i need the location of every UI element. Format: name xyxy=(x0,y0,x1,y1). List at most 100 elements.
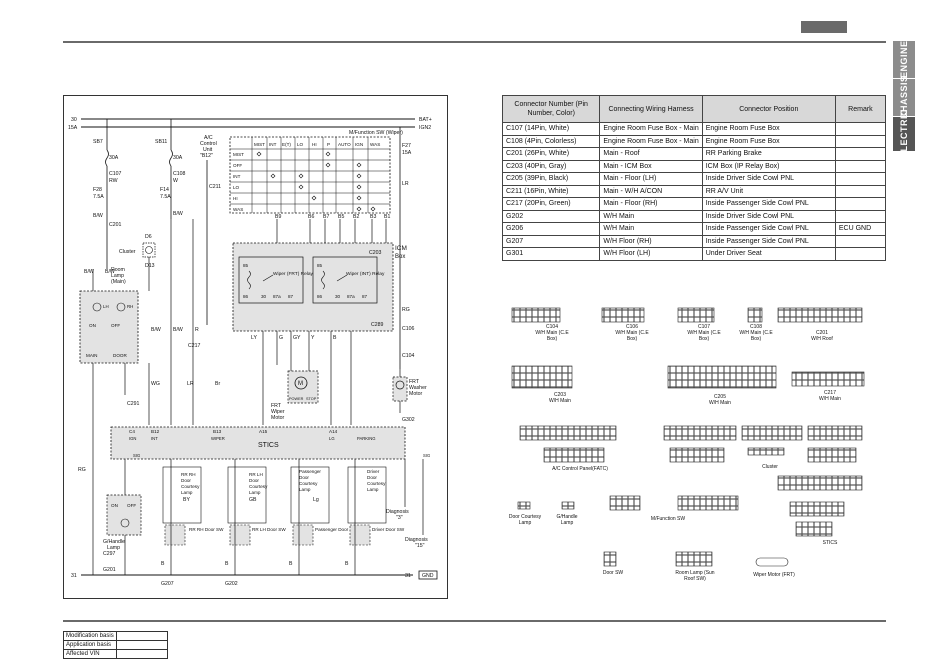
footer-rule xyxy=(63,620,886,622)
cell: W/H Main xyxy=(599,222,703,236)
ac-unit-3: Unit xyxy=(203,147,213,153)
cell: W/H Main xyxy=(599,209,703,223)
cap-c104-sub: W/H Main (C.E Box) xyxy=(535,330,569,342)
wire-bw-2: B/W xyxy=(173,211,183,217)
cap-ac-panel: A/C Control Panel(FATC) xyxy=(552,466,608,472)
table-row: C108 (4Pin, Colorless)Engine Room Fuse B… xyxy=(501,134,887,148)
mfsw-col-et: E(T) xyxy=(282,142,291,147)
rail-31-left: 31 xyxy=(71,573,77,579)
side-tab-engine[interactable]: ENGINE xyxy=(893,41,915,78)
col-connector-number: Connector Number (Pin Number, Color) xyxy=(501,95,601,123)
mod-label: Affected VIN xyxy=(63,649,117,659)
door-sw-drv: Driver Door SW xyxy=(372,527,405,532)
cap-c106-sub: W/H Main (C.E Box) xyxy=(615,330,649,342)
connector-table: Connector Number (Pin Number, Color) Con… xyxy=(501,95,887,261)
icm-c289: C289 xyxy=(371,322,384,328)
cap-c205-sub: W/H Main xyxy=(709,400,731,406)
cell: ECU GND xyxy=(834,222,887,236)
mod-value[interactable] xyxy=(116,640,168,650)
diag-15-2: "15" xyxy=(415,543,425,549)
room-lamp-rh: RH xyxy=(127,304,133,309)
conn-view-ghandle xyxy=(561,501,575,510)
conn-view-stics-a xyxy=(777,475,863,491)
wire-gb: GB xyxy=(249,497,257,503)
wire-r: R xyxy=(195,327,199,333)
washer-2: Washer xyxy=(409,385,427,391)
col-position: Connector Position xyxy=(701,95,836,123)
wiper-power: POWER xyxy=(289,397,304,401)
cell: Main - Roof xyxy=(599,147,703,161)
cell: Inside Passenger Side Cowl PNL xyxy=(701,234,836,248)
stics-sig-int: INT xyxy=(151,436,158,441)
conn-view-c205 xyxy=(667,365,777,389)
mod-value[interactable] xyxy=(116,649,168,659)
conn-c291: C291 xyxy=(127,401,140,407)
conn-view-ac-b xyxy=(543,447,605,463)
conn-c108-left: C108 xyxy=(173,171,186,177)
cluster-label: Cluster xyxy=(119,249,136,255)
fuse-f28-rating: 7.5A xyxy=(93,194,104,200)
wire-bw-3: B/W xyxy=(84,269,94,275)
stics-sig-lg: LG xyxy=(329,436,335,441)
rail-30-label: 30 xyxy=(71,117,77,123)
header-tab xyxy=(801,21,847,33)
courtesy-drv-3: Courtesy xyxy=(367,481,386,486)
mfsw-row-hi: HI xyxy=(233,196,238,201)
cap-c107-title: C107 xyxy=(698,324,710,330)
mfsw-pin-b2: B2 xyxy=(353,214,359,220)
cell: RR A/V Unit xyxy=(701,184,836,198)
cell: G207 xyxy=(501,234,601,248)
side-tab-electric[interactable]: ELECTRIC xyxy=(893,110,915,159)
fuse-sb7: SB7 xyxy=(93,139,103,145)
ghandle-on: ON xyxy=(111,503,118,508)
cell: Main - ICM Box xyxy=(599,159,703,173)
conn-view-cluster-b xyxy=(669,447,725,463)
wire-bw-4: B/W xyxy=(105,269,115,275)
wire-ly: LY xyxy=(251,335,257,341)
cell: C203 (40Pin, Gray) xyxy=(501,159,601,173)
conn-view-c106 xyxy=(601,307,645,323)
wire-b-3: B xyxy=(225,561,229,567)
ac-unit-4: "B12" xyxy=(200,153,213,159)
conn-c106: C106 xyxy=(402,326,415,332)
conn-view-cluster-e xyxy=(807,425,863,441)
courtesy-rrrh-1: RR RH xyxy=(181,472,196,477)
mfsw-pin-b7: B7 xyxy=(323,214,329,220)
cap-mfsw: M/Function SW xyxy=(650,516,686,522)
icm-c203: C203 xyxy=(369,250,382,256)
mod-value[interactable] xyxy=(116,631,168,641)
wire-b-5: B xyxy=(345,561,349,567)
conn-d13: D13 xyxy=(145,263,155,269)
cap-c201-title: C201 xyxy=(816,330,828,336)
relay1-pin-86: 86 xyxy=(243,294,249,299)
wire-gy: GY xyxy=(293,335,301,341)
table-row: C107 (14Pin, White)Engine Room Fuse Box … xyxy=(501,122,887,136)
modification-table: Modification basis Application basis Aff… xyxy=(63,631,168,659)
cell xyxy=(834,247,887,261)
courtesy-rrlh-2: Door xyxy=(249,478,259,483)
courtesy-rrrh-3: Courtesy xyxy=(181,484,200,489)
stics-pin-a15: A15 xyxy=(259,429,268,434)
wire-g-1: G xyxy=(279,335,283,341)
cap-cluster: Cluster xyxy=(762,464,778,470)
stics-sig-wiper: WIPER xyxy=(211,436,225,441)
conn-g202: G202 xyxy=(225,581,238,587)
conn-view-c217 xyxy=(791,371,865,387)
cell: C108 (4Pin, Colorless) xyxy=(501,134,601,148)
wire-w: W xyxy=(173,178,178,184)
relay2-pin-86: 86 xyxy=(317,294,323,299)
courtesy-rrlh-1: RR LH xyxy=(249,472,263,477)
conn-view-cluster-a xyxy=(663,425,737,441)
relay2-pin-30: 30 xyxy=(335,294,341,299)
conn-view-wiper-motor xyxy=(755,557,789,567)
stics-pin-b12: B12 xyxy=(151,429,160,434)
stics-pin-b13: B13 xyxy=(213,429,222,434)
room-lamp-on: ON xyxy=(89,323,96,328)
cap-c217-sub: W/H Main xyxy=(819,396,841,402)
relay1-pin-87a: 87a xyxy=(273,294,281,299)
room-lamp-3: (Main) xyxy=(111,279,126,285)
